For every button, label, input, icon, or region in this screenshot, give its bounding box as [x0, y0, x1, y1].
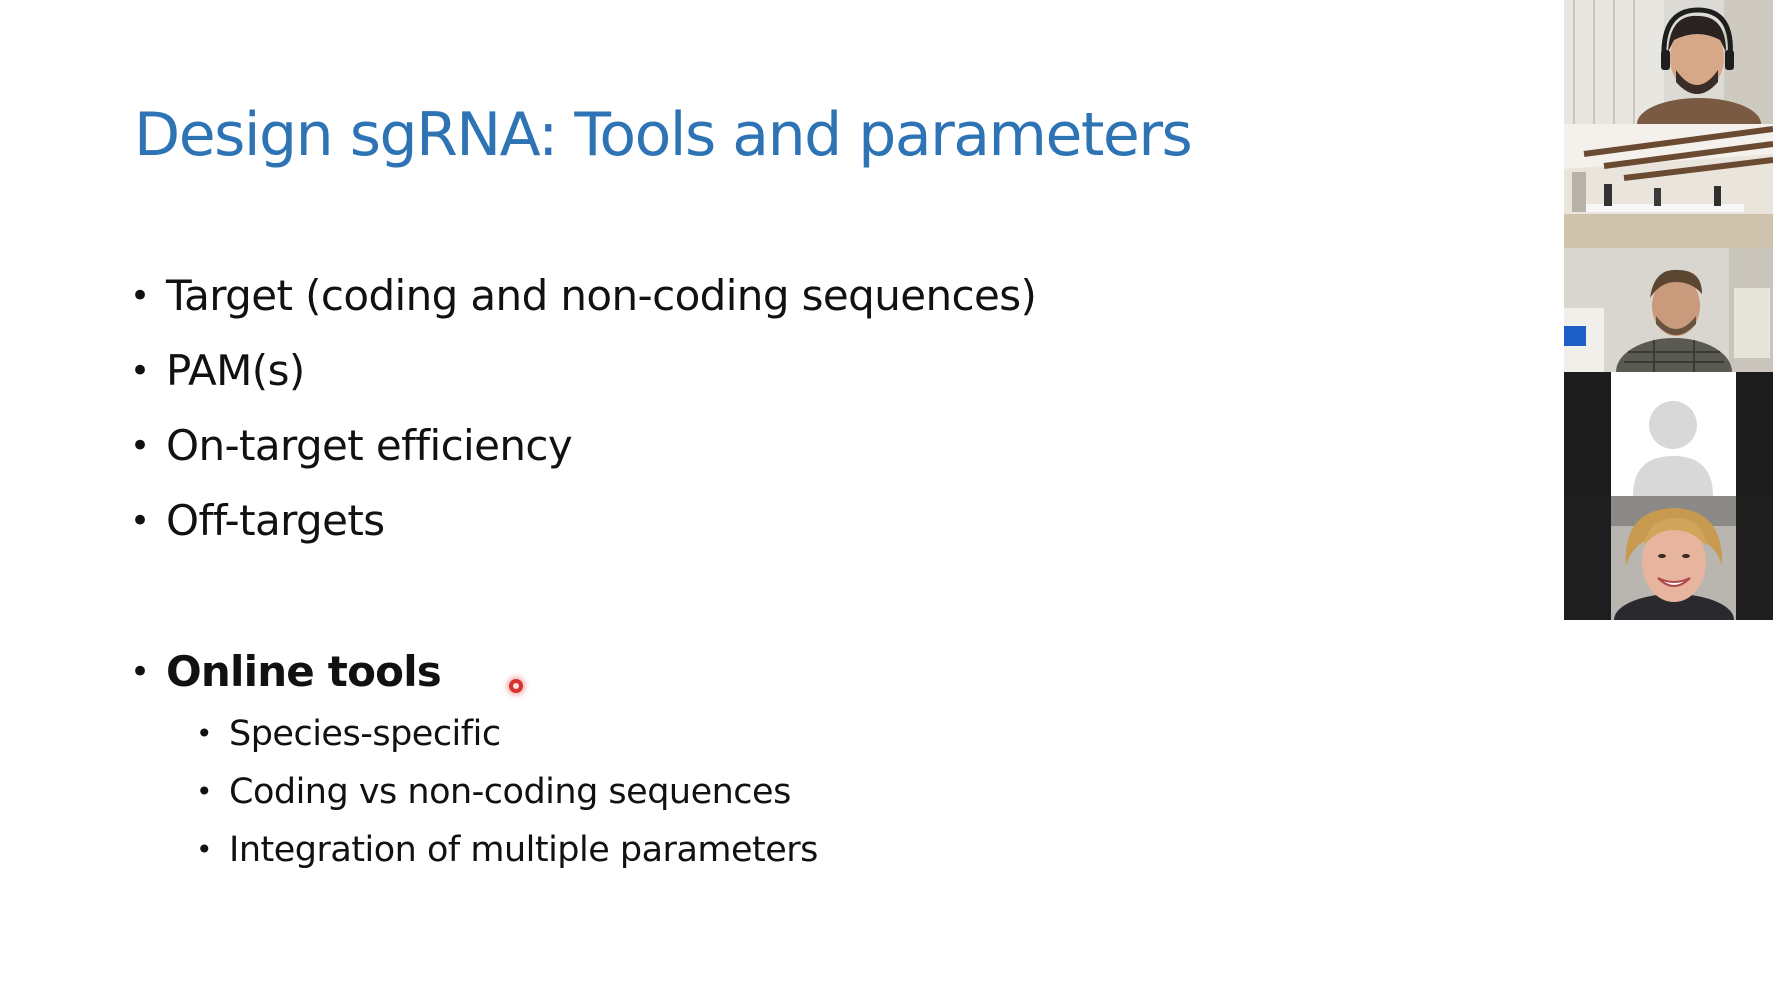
bullet-target: Target (coding and non-coding sequences): [130, 266, 1037, 341]
bullet-online-tools: Online tools: [130, 642, 818, 702]
participant-tile-1[interactable]: [1564, 0, 1773, 124]
room-with-people-icon: [1564, 124, 1773, 248]
participant-tile-2[interactable]: [1564, 124, 1773, 248]
participant-tile-5[interactable]: [1564, 496, 1773, 620]
default-avatar-icon: [1633, 401, 1713, 496]
bullet-pam: PAM(s): [130, 341, 1036, 416]
online-tools-sublist: Species-specific Coding vs non-coding se…: [130, 706, 818, 880]
parameter-list: Target (coding and non-coding sequences)…: [130, 266, 1037, 566]
online-tools-section: Online tools Species-specific Coding vs …: [130, 642, 818, 880]
person-with-headset-icon: [1564, 0, 1773, 124]
person-in-office-icon: [1564, 248, 1773, 372]
subbullet-coding-vs-noncoding: Coding vs non-coding sequences: [196, 764, 818, 822]
subbullet-integration: Integration of multiple parameters: [196, 822, 818, 880]
participant-tile-3[interactable]: [1564, 248, 1773, 372]
subbullet-species-specific: Species-specific: [196, 706, 818, 764]
bullet-off-targets: Off-targets: [130, 491, 1036, 566]
slide-title: Design sgRNA: Tools and parameters: [134, 100, 1193, 170]
smiling-person-icon: [1564, 496, 1773, 620]
avatar-placeholder: [1611, 372, 1736, 496]
laser-pointer-icon: [509, 679, 523, 693]
participant-tile-4[interactable]: [1564, 372, 1773, 496]
bullet-on-target-efficiency: On-target efficiency: [130, 416, 1036, 491]
participant-video-panel: [1564, 0, 1773, 620]
